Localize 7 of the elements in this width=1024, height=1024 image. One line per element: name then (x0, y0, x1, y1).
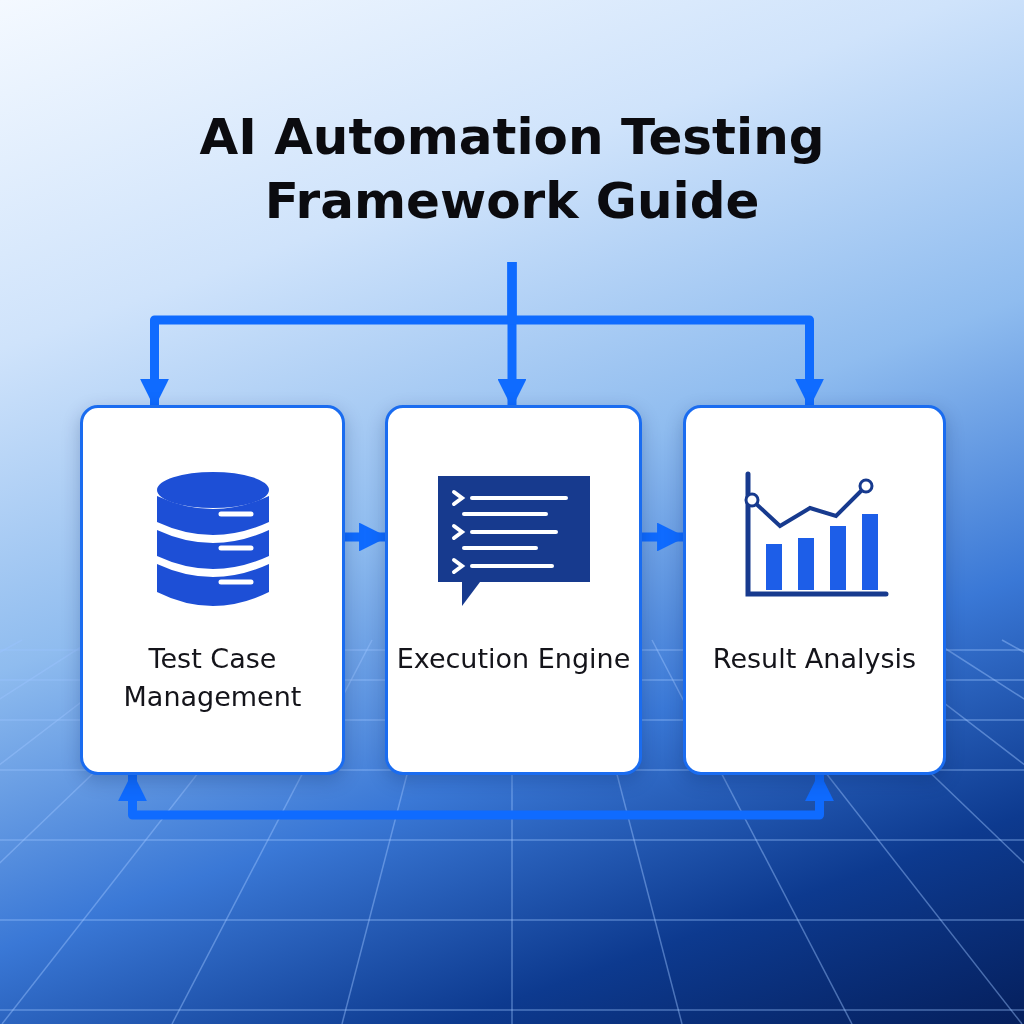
process-card (80, 405, 345, 775)
card-label: Result Analysis (711, 642, 918, 676)
process-card (385, 405, 642, 775)
process-card (683, 405, 946, 775)
card-label: Execution Engine (396, 642, 631, 676)
card-label: Test Case Management (122, 642, 303, 714)
title: AI Automation Testing Framework Guide (198, 107, 826, 232)
